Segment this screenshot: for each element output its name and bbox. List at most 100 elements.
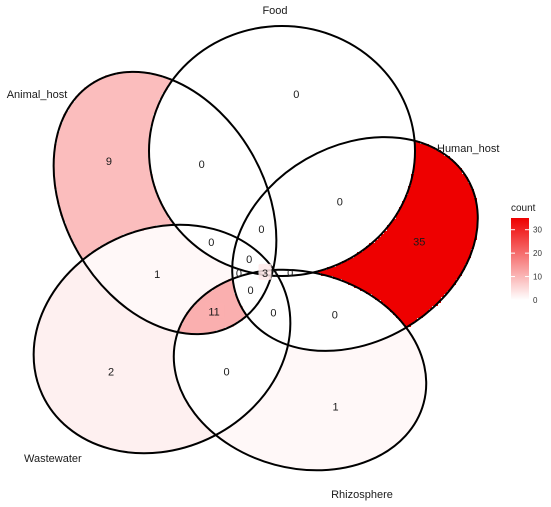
region-fill bbox=[336, 264, 465, 267]
region-fill bbox=[384, 231, 477, 234]
region-fill bbox=[90, 252, 207, 255]
set-outline-wastewater bbox=[32, 223, 292, 455]
region-fill bbox=[345, 348, 420, 351]
region-fill bbox=[93, 441, 201, 444]
region-fill bbox=[123, 303, 195, 306]
region-fill bbox=[276, 378, 426, 381]
region-fill bbox=[414, 162, 456, 165]
region-fill bbox=[72, 240, 111, 243]
region-fill bbox=[57, 414, 195, 417]
region-count-animal-host: 9 bbox=[106, 156, 112, 168]
region-fill bbox=[255, 456, 375, 459]
set-outlines bbox=[32, 25, 479, 472]
region-fill bbox=[219, 432, 408, 435]
region-fill bbox=[279, 369, 426, 372]
region-fill bbox=[231, 444, 396, 447]
region-fill bbox=[117, 237, 186, 240]
set-labels: FoodHuman_hostRhizosphereWastewaterAnima… bbox=[7, 5, 500, 501]
region-count-human-host-rhizosphere-wastewater-animal-host: 0 bbox=[248, 285, 254, 297]
region-fill bbox=[276, 375, 426, 378]
region-count-human-host: 35 bbox=[413, 236, 425, 248]
region-fill bbox=[204, 294, 237, 297]
region-fill bbox=[72, 102, 159, 105]
region-fill bbox=[399, 210, 477, 213]
region-fill bbox=[33, 348, 174, 351]
region-fill bbox=[57, 285, 102, 288]
region-fill bbox=[75, 264, 87, 267]
region-fill bbox=[105, 288, 213, 291]
region-fill bbox=[177, 330, 216, 333]
region-fill bbox=[99, 246, 198, 249]
region-fill bbox=[63, 117, 153, 120]
region-fill bbox=[387, 228, 477, 231]
region-fill bbox=[69, 108, 156, 111]
region-fill bbox=[75, 99, 159, 102]
region-fill bbox=[78, 93, 162, 96]
region-fill bbox=[405, 195, 474, 198]
set-outline-food bbox=[148, 25, 416, 277]
region-fill bbox=[384, 303, 438, 306]
region-fill bbox=[414, 150, 441, 153]
region-fill bbox=[360, 288, 450, 291]
region-fill bbox=[216, 285, 234, 288]
region-fill bbox=[282, 465, 351, 468]
count-badge bbox=[150, 265, 164, 282]
legend-tick-label: 0 bbox=[533, 296, 538, 305]
region-fill bbox=[48, 297, 114, 300]
legend-title: count bbox=[511, 203, 536, 214]
region-fill bbox=[75, 432, 213, 435]
region-fill bbox=[156, 225, 177, 228]
region-fill bbox=[372, 294, 444, 297]
set-label-food: Food bbox=[262, 5, 287, 17]
region-fill bbox=[282, 360, 423, 363]
region-fill bbox=[321, 273, 462, 276]
region-fill bbox=[414, 168, 462, 171]
region-fill bbox=[42, 309, 129, 312]
region-fill bbox=[105, 75, 162, 78]
region-fill bbox=[180, 324, 234, 327]
region-fill bbox=[57, 135, 150, 138]
region-fill bbox=[228, 426, 411, 429]
region-fill bbox=[48, 405, 189, 408]
region-fill bbox=[387, 336, 414, 339]
region-fill bbox=[288, 348, 306, 351]
set-label-rhizosphere: Rhizosphere bbox=[331, 489, 393, 501]
region-fill bbox=[414, 141, 420, 144]
region-fill bbox=[372, 342, 417, 345]
region-fill bbox=[33, 345, 174, 348]
region-fill bbox=[42, 393, 183, 396]
region-fill bbox=[414, 159, 453, 162]
region-fill bbox=[96, 276, 234, 279]
region-fill bbox=[36, 327, 165, 330]
region-fill bbox=[69, 105, 159, 108]
region-fill bbox=[72, 237, 117, 240]
region-fill bbox=[96, 249, 201, 252]
region-fill bbox=[381, 300, 441, 303]
region-count-animal-host-food: 0 bbox=[199, 159, 205, 171]
region-fill bbox=[36, 336, 177, 339]
set-outline-rhizosphere bbox=[172, 268, 428, 472]
region-fill bbox=[108, 447, 180, 450]
set-outline-human-host bbox=[231, 136, 479, 352]
region-fill bbox=[414, 156, 450, 159]
legend-tick-label: 30 bbox=[533, 226, 542, 235]
region-fill bbox=[69, 231, 132, 234]
region-fill bbox=[114, 297, 201, 300]
region-fill bbox=[60, 126, 150, 129]
region-count-wastewater-animal-host-food: 0 bbox=[208, 237, 214, 249]
region-fill bbox=[225, 429, 411, 432]
region-fill bbox=[33, 360, 174, 363]
region-fill bbox=[411, 183, 471, 186]
region-fill bbox=[39, 321, 150, 324]
region-fill bbox=[270, 462, 360, 465]
region-fill bbox=[207, 291, 234, 294]
region-fill bbox=[63, 276, 96, 279]
region-fill bbox=[399, 207, 477, 210]
region-fill bbox=[69, 270, 90, 273]
region-fill bbox=[60, 204, 162, 207]
region-fill bbox=[93, 81, 171, 84]
region-fill bbox=[198, 300, 240, 303]
region-count-animal-host-food-human-host: 0 bbox=[258, 224, 264, 236]
